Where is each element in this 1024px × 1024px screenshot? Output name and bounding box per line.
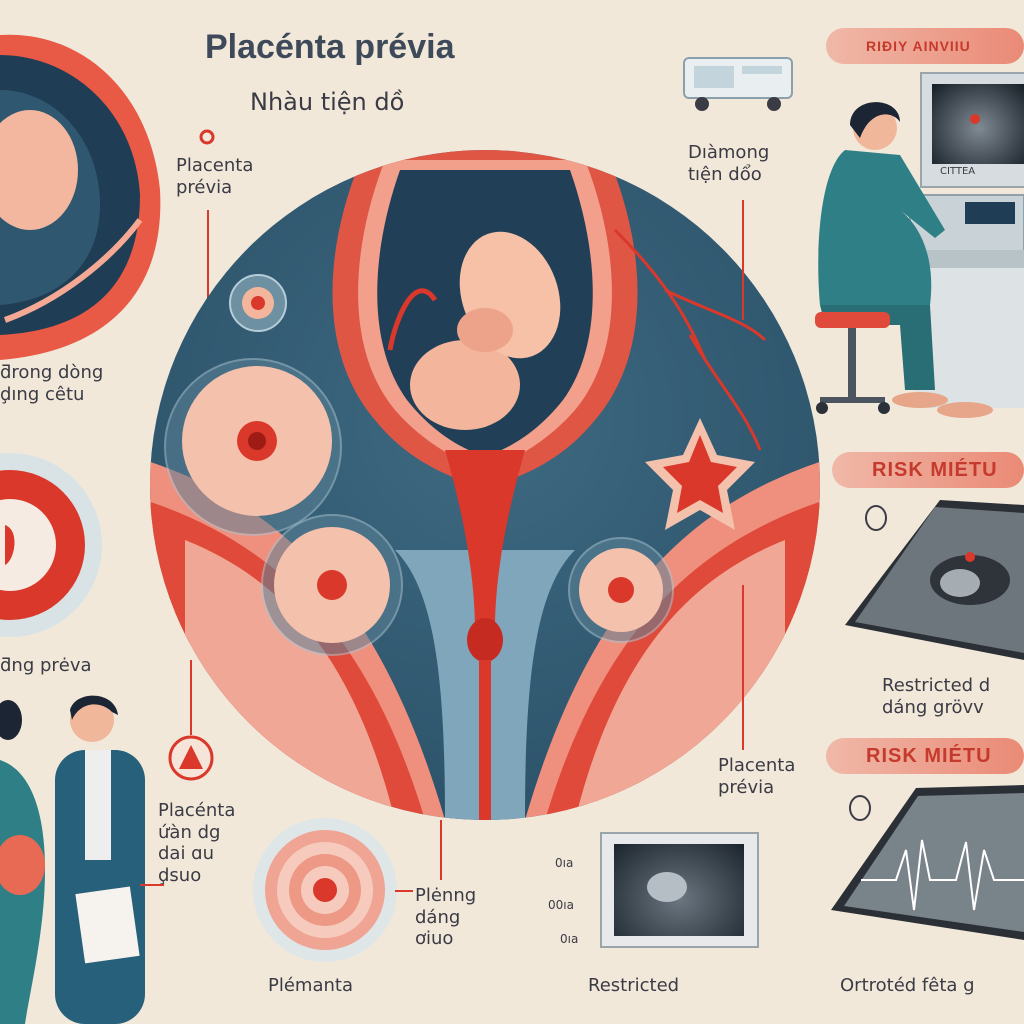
leader-line xyxy=(742,585,744,750)
left-target-panel xyxy=(0,453,102,637)
leader-line xyxy=(440,820,442,880)
warning-icon xyxy=(168,735,214,781)
risk-pill-2: RISK MIÉTU xyxy=(832,452,1024,488)
center-lower-right-label: Placenta prévia xyxy=(718,755,796,798)
placenta-target-icon xyxy=(253,818,397,962)
leader-line xyxy=(190,660,192,735)
fetus-icon xyxy=(0,110,78,230)
leader-line xyxy=(395,890,413,892)
left-top-caption: ƌrong dòng ḑıng cêtu xyxy=(0,362,104,405)
fetus-icon xyxy=(387,231,561,430)
sonographer-illustration xyxy=(815,102,1024,418)
center-top-right-label: Dıàmong tıện dổo xyxy=(688,142,770,185)
placenta-previa-label-top: Placenta prévia xyxy=(176,155,254,198)
right-bottom-caption: Ortrotéd fêta g xyxy=(840,975,975,996)
left-bottom-caption: Placénta ứàn dg dai ɑu ḑsuo xyxy=(158,800,236,886)
axis-tick: 0ıa xyxy=(560,932,579,946)
page-subtitle: Nhàu tiện dồ xyxy=(250,88,405,116)
ultrasound-scan-1 xyxy=(845,500,1024,660)
right-caption-1: Restricted d dáng grövv xyxy=(882,675,991,718)
bottom-label-restricted: Restricted xyxy=(588,975,680,996)
screen-label: CITTEA xyxy=(940,166,976,177)
page-title: Placénta prévia xyxy=(205,28,455,66)
shield-icon xyxy=(865,505,887,531)
pin-icon xyxy=(199,129,215,145)
heartbeat-icon xyxy=(861,839,1024,911)
risk-pill-top: RIƉIY AINVIIU xyxy=(826,28,1024,64)
axis-tick: 00ıa xyxy=(548,898,574,912)
leader-line xyxy=(742,200,744,320)
monitor: CITTEA xyxy=(920,72,1024,188)
ultrasound-device-icon xyxy=(683,57,793,111)
axis-tick: 0ıa xyxy=(555,856,574,870)
top-left-fetus-panel xyxy=(0,34,161,360)
shield-icon xyxy=(849,795,871,821)
leader-line xyxy=(207,210,209,330)
bottom-label-plemanta: Plémanta xyxy=(268,975,353,996)
heartbeat-scan xyxy=(831,785,1024,940)
uterus-cross-section xyxy=(150,150,820,820)
left-middle-caption: ƌng prėva xyxy=(0,655,92,676)
leader-line xyxy=(140,884,164,886)
bottom-left-center-caption: Plėnng dáng ơiuo xyxy=(415,885,477,950)
couple-illustration xyxy=(0,695,145,1024)
risk-pill-3: RISK MIÉTU xyxy=(826,738,1024,774)
ultrasound-frame xyxy=(600,832,759,948)
